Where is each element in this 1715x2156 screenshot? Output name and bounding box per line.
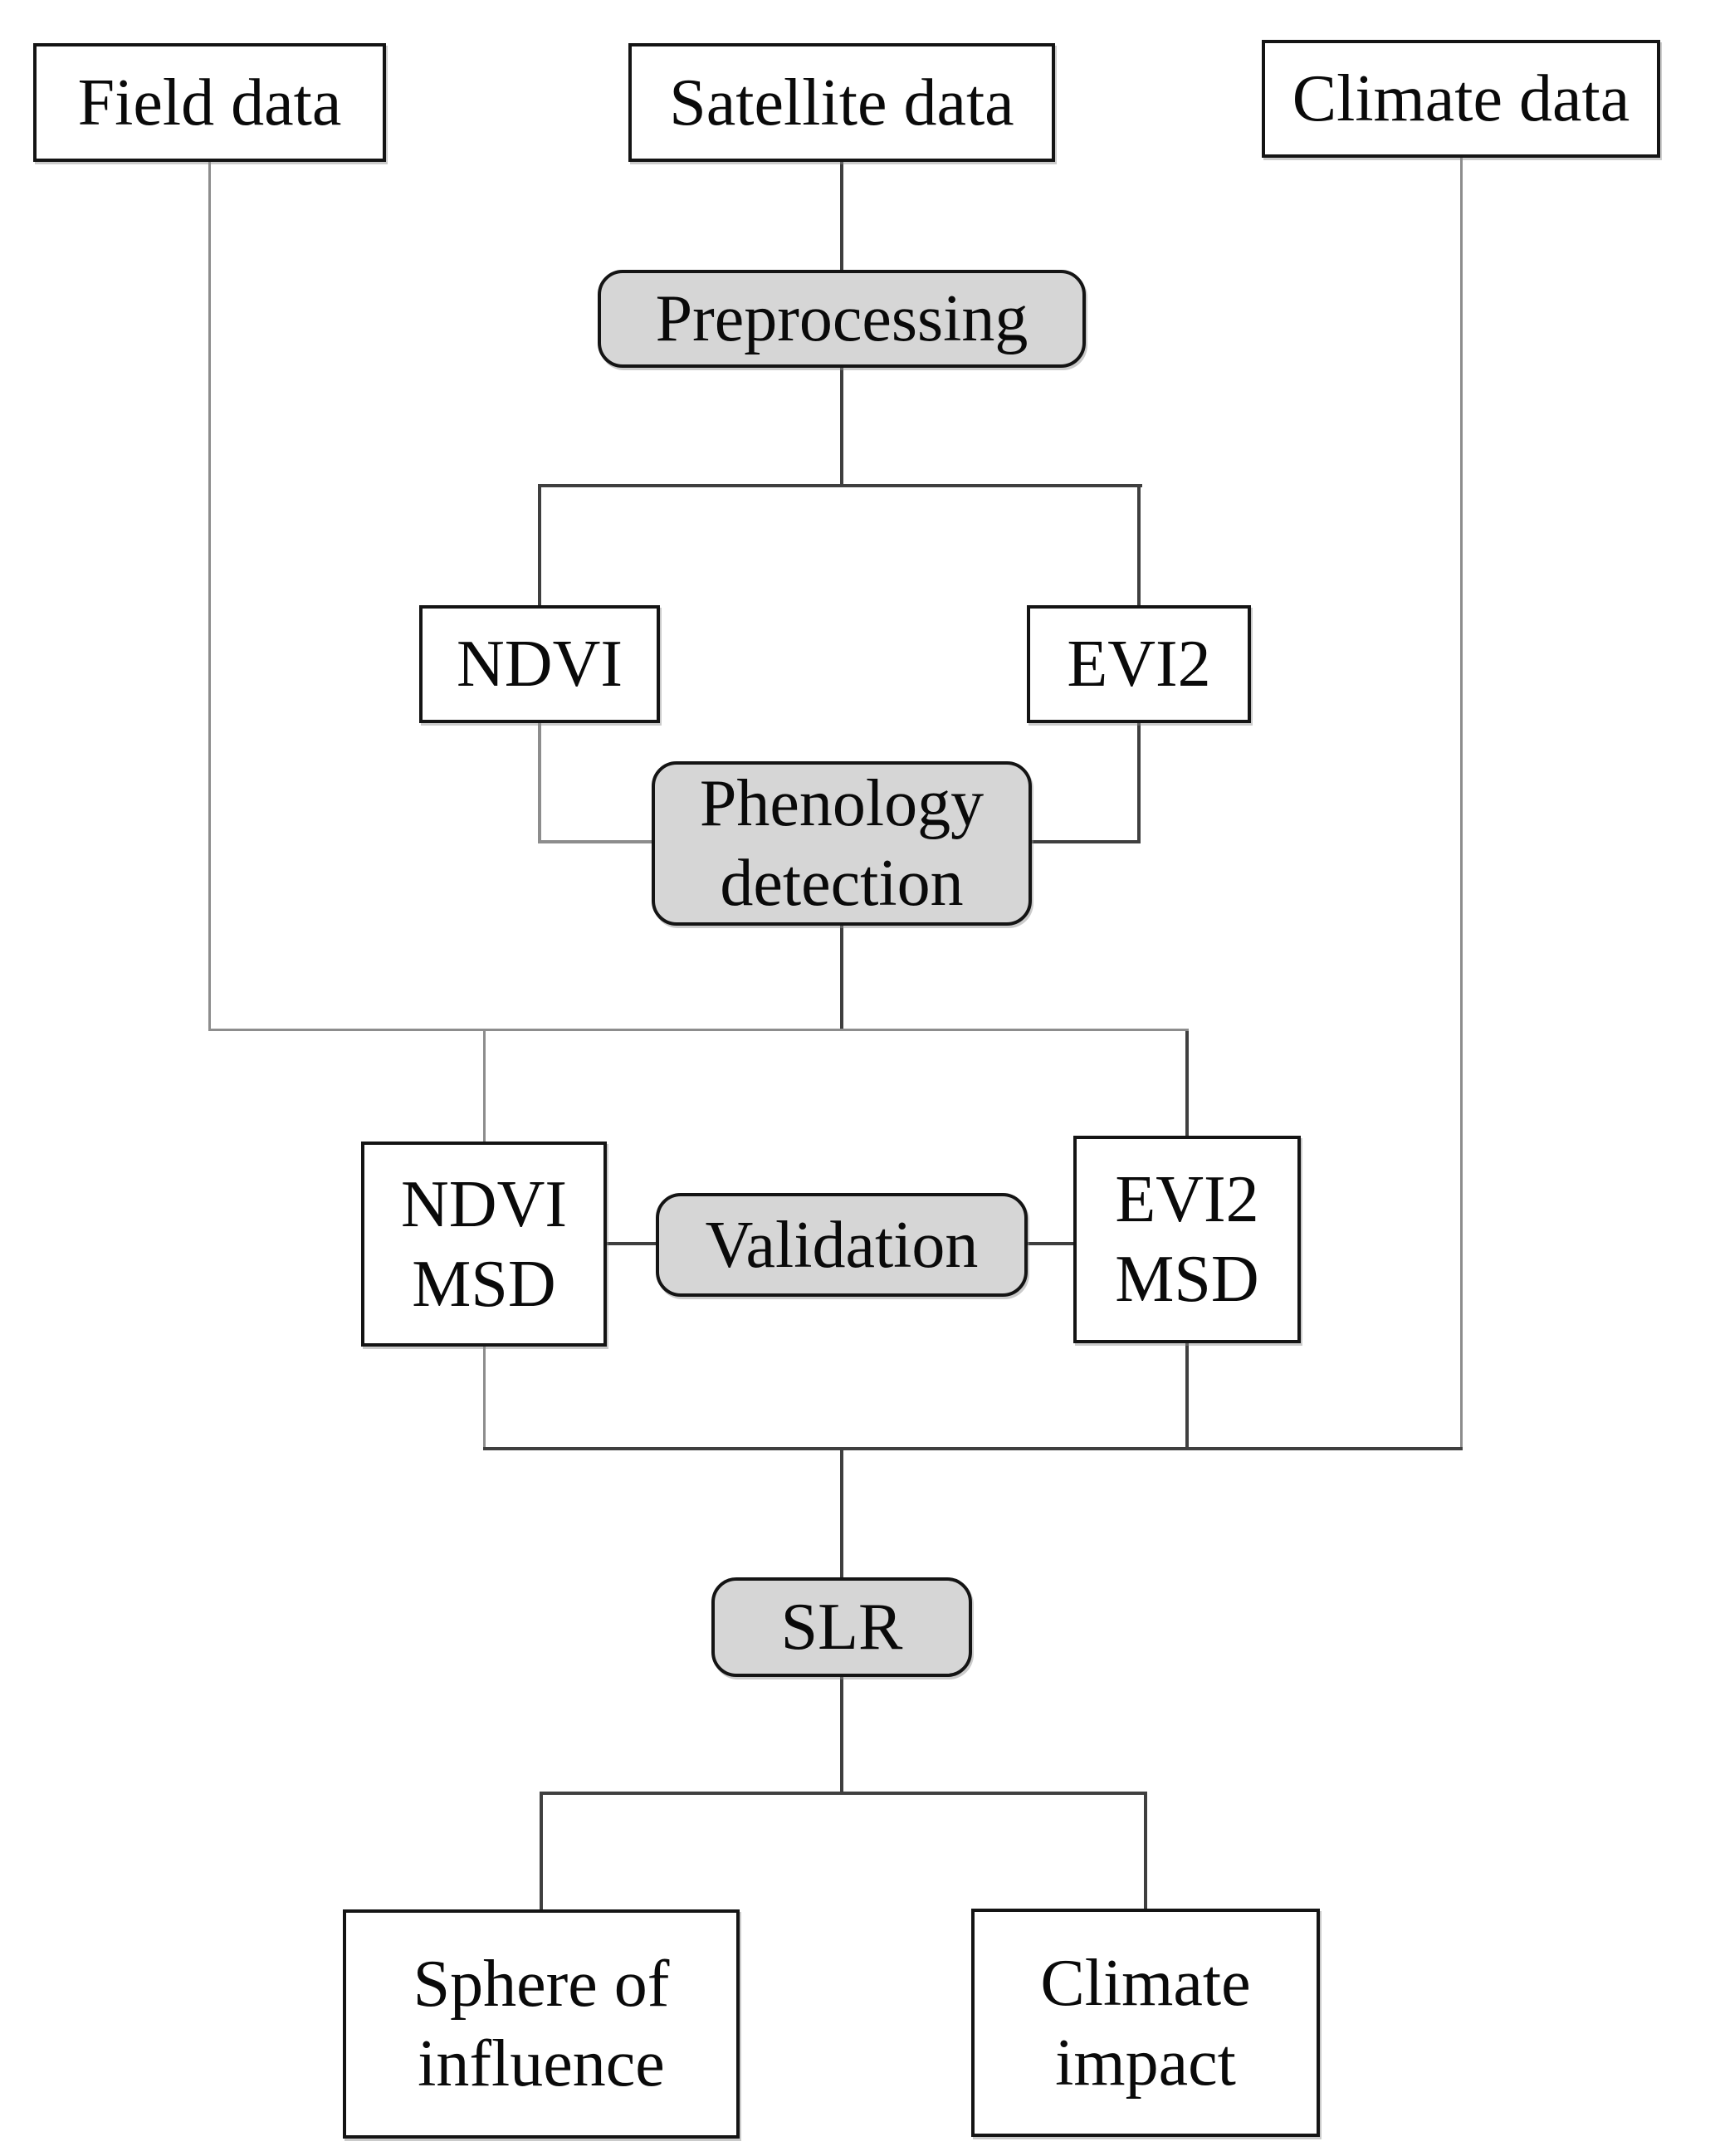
node-preprocessing: Preprocessing [598,270,1086,368]
edge-split-horizontal [538,484,1142,487]
edge-split2-to-sphere [540,1793,543,1911]
node-ndvi-msd: NDVI MSD [361,1142,607,1347]
node-sphere-of-influence: Sphere of influence [343,1909,740,2139]
node-validation: Validation [656,1193,1028,1297]
node-phenology-detection: Phenology detection [652,761,1032,926]
node-satellite-data: Satellite data [628,43,1055,162]
node-field-data: Field data [33,43,386,162]
edge-satellite-to-preprocessing [840,160,843,273]
edge-slr-down [840,1675,843,1795]
edge-ndvi-down [538,721,541,843]
edge-merge1-to-ndvi-msd [483,1031,486,1143]
edge-evi2-msd-down [1185,1342,1189,1449]
edge-evi2-to-phenology [1029,840,1139,843]
edge-merge2-horizontal [483,1447,1463,1450]
edge-split-to-evi2 [1137,486,1141,607]
edge-ndvi-msd-down [483,1345,486,1449]
edge-merge1-to-evi2-msd [1185,1031,1189,1137]
node-slr: SLR [711,1577,972,1677]
edge-evi2-down [1137,721,1141,843]
node-evi2-msd: EVI2 MSD [1073,1136,1301,1343]
node-climate-data: Climate data [1262,40,1660,158]
edge-ndvi-to-phenology [538,840,654,843]
edge-climate-vertical [1460,156,1463,1449]
edge-validation-to-evi2-msd [1026,1242,1075,1245]
node-ndvi: NDVI [419,605,660,723]
node-climate-impact: Climate impact [971,1909,1320,2137]
edge-field-vertical [208,160,211,1031]
edge-split2-horizontal [540,1792,1147,1795]
edge-split-to-ndvi [538,486,541,607]
edge-phenology-down [840,924,843,1031]
edge-merge1-horizontal [208,1029,1189,1031]
edge-ndvi-msd-to-validation [605,1242,657,1245]
edge-split2-to-climate-impact [1144,1793,1147,1910]
edge-merge2-to-slr [840,1449,843,1579]
node-evi2: EVI2 [1027,605,1251,723]
edge-preprocessing-to-split [840,366,843,487]
